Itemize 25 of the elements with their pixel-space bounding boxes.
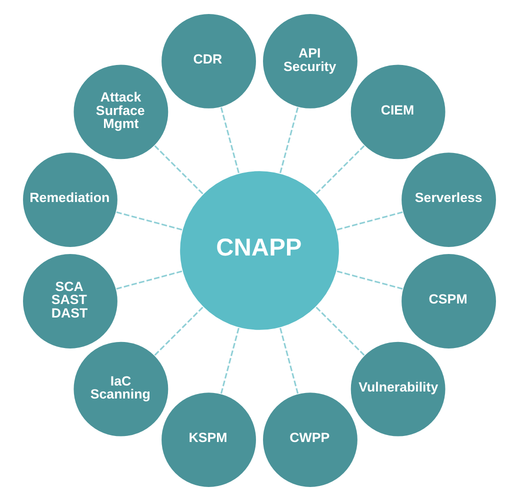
- connector: [336, 210, 402, 230]
- node-circle: CDR: [160, 12, 257, 110]
- node-circle: CIEM: [349, 63, 446, 160]
- connector: [279, 106, 298, 173]
- connector: [116, 210, 182, 230]
- connector: [220, 327, 239, 394]
- connector: [315, 306, 364, 356]
- node-circle: API Security: [261, 12, 358, 110]
- connector: [154, 306, 203, 356]
- connector: [279, 327, 298, 394]
- node-circle: Attack Surface Mgmt: [72, 63, 169, 160]
- connector: [336, 270, 402, 290]
- connector: [154, 144, 203, 194]
- node-circle: CSPM: [400, 252, 497, 350]
- node-circle: CNAPP: [178, 169, 340, 331]
- connector: [220, 106, 239, 173]
- node-circle: Vulnerability: [349, 340, 446, 437]
- node-circle: SCA SAST DAST: [21, 252, 118, 350]
- connector: [116, 270, 182, 290]
- node-circle: Remediation: [21, 150, 118, 248]
- connector: [315, 144, 364, 194]
- node-circle: IaC Scanning: [72, 340, 169, 437]
- node-circle: KSPM: [160, 390, 257, 488]
- node-circle: CWPP: [261, 390, 358, 488]
- node-circle: Serverless: [400, 150, 497, 248]
